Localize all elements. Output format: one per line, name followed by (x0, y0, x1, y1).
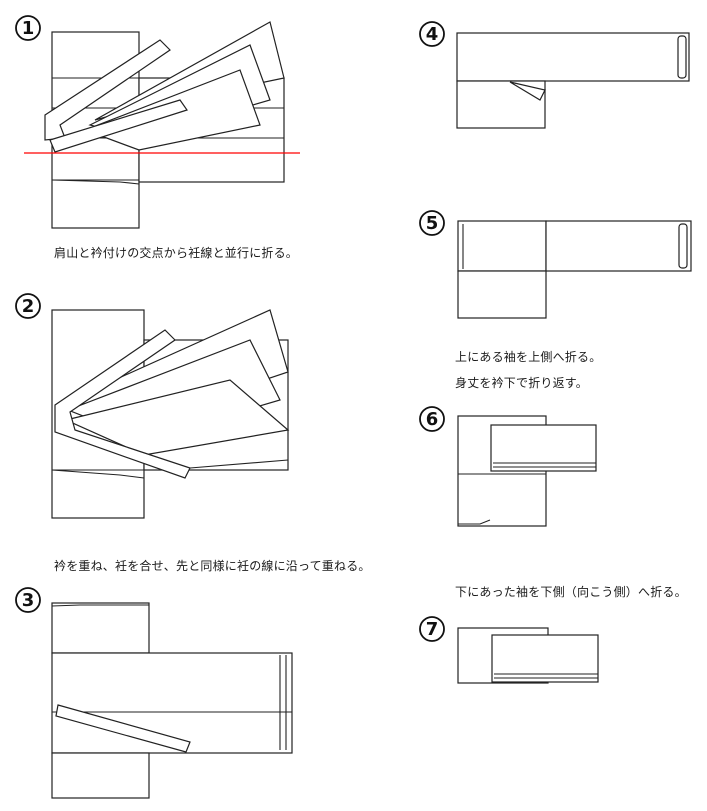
step-2-figure: 2 (15, 293, 290, 519)
step-4-edge-fold (677, 35, 687, 79)
step-5-caption-line1: 上にある袖を上側へ折る。 (455, 350, 602, 364)
step-4-folded-sleeve (456, 32, 690, 82)
step-3-figure: 3 (15, 587, 293, 799)
step-5-number: 5 (426, 213, 439, 234)
step-7-number: 7 (426, 619, 439, 640)
step-5-sleeve (545, 220, 692, 272)
step-1-number-circle (15, 15, 41, 41)
step-3-top-body (51, 602, 150, 654)
step-1-figure: 1 (15, 15, 300, 229)
step-4-figure: 4 (419, 21, 690, 129)
step-7-figure: 7 (419, 616, 599, 684)
step-5-edge-fold (678, 223, 688, 269)
step-3-number: 3 (22, 590, 35, 611)
step-7-number-circle (419, 616, 445, 642)
step-6-number-circle (419, 406, 445, 432)
step-2-caption: 衿を重ね、衽を合せ、先と同様に衽の線に沿って重ねる。 (54, 559, 371, 573)
step-4-corner-flap (509, 81, 546, 101)
step-5-body-bottom (457, 270, 547, 319)
step-3-bottom-body (51, 752, 150, 799)
step-2-number: 2 (22, 296, 35, 317)
step-3-fold-strip (55, 704, 191, 753)
step-1-caption: 肩山と衿付けの交点から衽線と並行に折る。 (54, 246, 299, 260)
step-3-number-circle (15, 587, 41, 613)
step-1-number: 1 (22, 18, 35, 39)
step-1-collar-strip (44, 39, 171, 141)
step-4-number: 4 (426, 24, 439, 45)
step-5-figure: 5 (419, 210, 692, 319)
step-4-number-circle (419, 21, 445, 47)
step-6-figure: 6 (419, 406, 597, 527)
step-5-body-top (457, 220, 547, 272)
step-6-sleeve (490, 424, 597, 472)
step-6-number: 6 (426, 409, 439, 430)
step-2-number-circle (15, 293, 41, 319)
step-6-caption: 下にあった袖を下側（向こう側）へ折る。 (455, 585, 687, 599)
step-2-collar-strip (54, 329, 191, 479)
step-1-fold-strip (49, 99, 188, 153)
step-5-caption-line2: 身丈を衿下で折り返す。 (455, 376, 589, 390)
step-7-sleeve (491, 634, 599, 683)
step-5-number-circle (419, 210, 445, 236)
